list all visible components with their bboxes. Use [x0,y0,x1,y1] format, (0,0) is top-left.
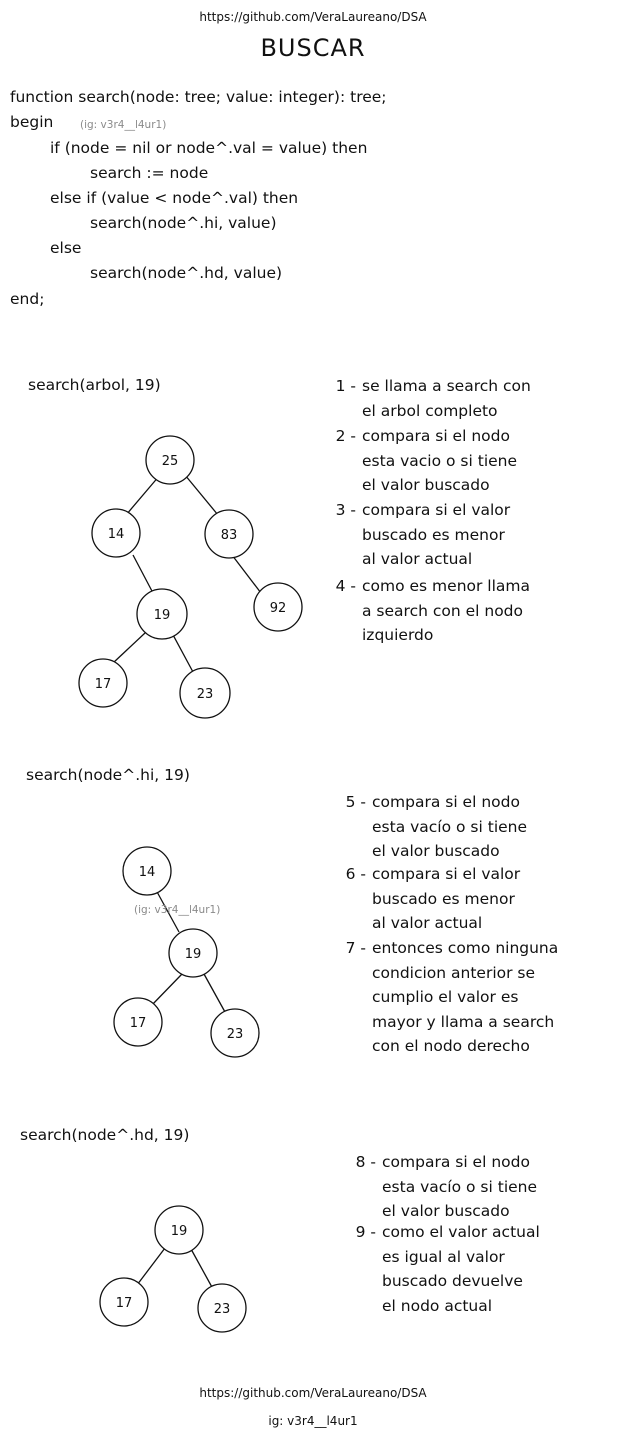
tree-node-label: 14 [108,527,125,542]
step-number: 7 - [345,939,366,957]
step-number: 4 - [335,577,356,595]
section1-step-2: 2 - compara si el nodo esta vacio o si ti… [322,424,517,498]
tree-node-19: 19 [154,1205,204,1255]
edge-14-19 [132,554,154,594]
section2-step-6: 6 - compara si el valor buscado es menor … [332,862,521,936]
code-line-7: else [50,239,82,257]
step-number: 5 - [345,793,366,811]
step-number: 9 - [355,1223,376,1241]
edge-19-17 [136,1247,166,1286]
tree-node-83: 83 [204,509,254,559]
section3-tree: 19 17 23 [99,1205,247,1333]
tree-node-label: 83 [221,528,238,543]
tree-node-14: 14 [91,508,141,558]
step-text: compara si el nodo esta vacío o si tiene… [382,1153,538,1220]
tree-node-92: 92 [253,582,303,632]
edge-19-23 [171,632,194,673]
section2-watermark: (ig: v3r4__l4ur1) [134,904,221,916]
section2-tree: 14 19 17 23 [113,846,260,1058]
tree-node-14: 14 [122,846,172,896]
tree-node-label: 19 [171,1224,188,1239]
tree-node-19: 19 [136,588,188,640]
edge-14-19 [155,889,180,933]
code-line-6: search(node^.hi, value) [90,214,277,232]
edge-19-23 [190,1248,214,1290]
section1-step-3: 3 - compara si el valor buscado es menor … [322,498,511,572]
code-line-2: begin [10,113,54,131]
step-number: 1 - [335,377,356,395]
tree-node-19: 19 [168,928,218,978]
step-number: 3 - [335,501,356,519]
section1-step-1: 1 - se llama a search con el arbol comple… [322,374,531,423]
header-link[interactable]: https://github.com/VeraLaureano/DSA [199,10,427,24]
edge-19-23 [203,973,226,1013]
tree-node-label: 19 [154,608,171,623]
tree-node-23: 23 [197,1283,247,1333]
section2-tree-edges [149,889,226,1013]
step-text: entonces como ninguna condicion anterior… [372,939,559,1055]
tree-node-label: 17 [95,677,112,692]
tree-node-label: 23 [197,687,214,702]
step-text: compara si el nodo esta vacio o si tiene… [362,427,518,494]
tree-node-label: 92 [270,601,287,616]
section2-call: search(node^.hi, 19) [26,766,190,784]
tree-node-17: 17 [78,658,128,708]
section3-step-9: 9 - como el valor actual es igual al valo… [342,1220,540,1318]
section1-call: search(arbol, 19) [28,376,161,394]
footer-link[interactable]: https://github.com/VeraLaureano/DSA [199,1386,427,1400]
step-text: compara si el nodo esta vacío o si tiene… [372,793,528,860]
tree-node-17: 17 [99,1277,149,1327]
section2-step-7: 7 - entonces como ninguna condicion anter… [332,936,559,1059]
tree-node-23: 23 [179,667,231,719]
code-line-5: else if (value < node^.val) then [50,189,299,207]
section3-call: search(node^.hd, 19) [20,1126,190,1144]
code-line-9: end; [10,290,45,308]
tree-node-23: 23 [210,1008,260,1058]
section1-tree: 25 14 83 19 92 17 23 [78,435,303,719]
code-watermark: (ig: v3r4__l4ur1) [80,119,167,131]
edge-25-83 [184,474,219,516]
step-number: 6 - [345,865,366,883]
step-text: se llama a search con el arbol completo [362,377,531,420]
edge-19-17 [149,973,183,1008]
step-text: compara si el valor buscado es menor al … [372,865,521,932]
step-text: como el valor actual es igual al valor b… [382,1223,540,1315]
tree-node-label: 23 [214,1302,231,1317]
edge-25-14 [125,474,161,516]
tree-node-label: 19 [185,947,202,962]
tree-node-17: 17 [113,997,163,1047]
tree-node-label: 14 [139,865,156,880]
step-text: compara si el valor buscado es menor al … [362,501,511,568]
section1-tree-edges [112,474,262,673]
edge-19-17 [112,632,146,664]
page-title: BUSCAR [260,34,366,62]
step-text: como es menor llama a search con el nodo… [362,577,531,644]
footer-ig: ig: v3r4__l4ur1 [268,1414,358,1428]
section2-step-5: 5 - compara si el nodo esta vacío o si ti… [332,790,527,864]
section3-tree-edges [136,1247,214,1290]
tree-node-label: 23 [227,1027,244,1042]
section1-step-4: 4 - como es menor llama a search con el n… [322,574,530,648]
tree-node-label: 17 [130,1016,147,1031]
step-number: 8 - [355,1153,376,1171]
edge-83-92 [231,554,262,594]
tree-node-label: 17 [116,1296,133,1311]
code-line-1: function search(node: tree; value: integ… [10,88,387,106]
code-line-3: if (node = nil or node^.val = value) the… [50,139,368,157]
code-line-4: search := node [90,164,209,182]
tree-node-label: 25 [162,454,179,469]
step-number: 2 - [335,427,356,445]
section3-step-8: 8 - compara si el nodo esta vacío o si ti… [342,1150,537,1224]
tree-node-25: 25 [145,435,195,485]
code-line-8: search(node^.hd, value) [90,264,283,282]
